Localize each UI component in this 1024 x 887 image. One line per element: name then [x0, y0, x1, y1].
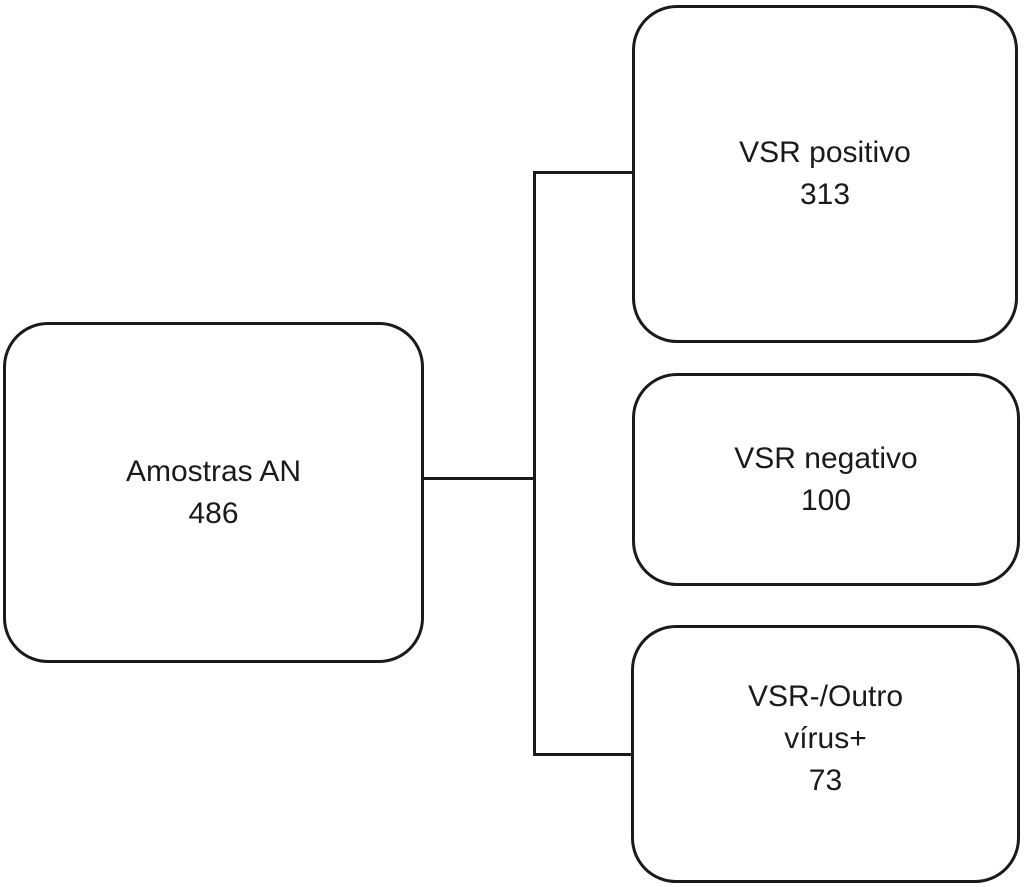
- node-vsr-outro-virus: VSR-/Outro vírus+ 73: [631, 625, 1020, 883]
- node-label-line1: VSR-/Outro: [747, 680, 904, 713]
- node-label: Amostras AN: [125, 454, 302, 488]
- node-vsr-negativo: VSR negativo 100: [632, 373, 1020, 586]
- node-value: 73: [808, 764, 843, 797]
- node-value: 313: [799, 178, 851, 211]
- node-label: VSR positivo: [739, 136, 911, 169]
- node-amostras-an-text: Amostras AN 486: [126, 451, 301, 535]
- node-value: 486: [188, 496, 239, 530]
- connector-trunk-vertical: [533, 171, 536, 756]
- node-amostras-an: Amostras AN 486: [3, 322, 424, 663]
- connector-branch1-horizontal: [533, 171, 632, 174]
- node-vsr-positivo-text: VSR positivo 313: [739, 132, 911, 216]
- node-vsr-negativo-text: VSR negativo 100: [734, 438, 917, 522]
- node-value: 100: [800, 483, 852, 517]
- node-label-line2: vírus+: [784, 722, 867, 755]
- connector-root-horizontal: [424, 477, 536, 480]
- node-vsr-outro-virus-text: VSR-/Outro vírus+ 73: [748, 676, 903, 802]
- node-vsr-positivo: VSR positivo 313: [632, 5, 1018, 343]
- connector-branch3-horizontal: [533, 753, 631, 756]
- node-label: VSR negativo: [734, 441, 918, 475]
